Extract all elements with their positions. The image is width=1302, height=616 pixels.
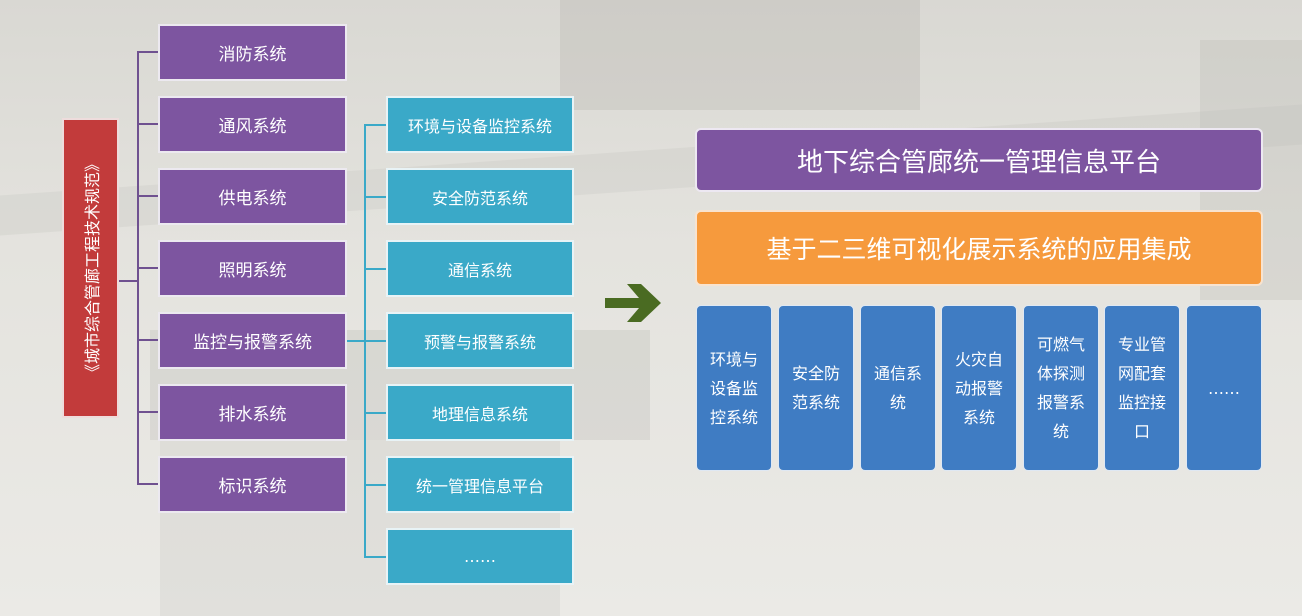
system-box-lighting: 照明系统 — [158, 240, 347, 297]
connector-stub — [364, 556, 386, 558]
subsystem-box: …… — [386, 528, 574, 585]
module-box: 环境与设备监控系统 — [696, 305, 772, 471]
subsystem-box: 环境与设备监控系统 — [386, 96, 574, 153]
system-box-fire: 消防系统 — [158, 24, 347, 81]
module-box: 安全防范系统 — [778, 305, 854, 471]
subsystem-label: 安全防范系统 — [431, 188, 528, 208]
system-label: 消防系统 — [218, 45, 287, 65]
integration-title: 基于二三维可视化展示系统的应用集成 — [766, 235, 1192, 264]
connector-stub — [364, 340, 386, 342]
connector-stub — [137, 195, 158, 197]
module-box: 专业管网配套监控接口 — [1104, 305, 1180, 471]
system-label: 排水系统 — [218, 405, 287, 425]
subsystem-label: …… — [464, 547, 496, 566]
subsystem-box: 通信系统 — [386, 240, 574, 297]
subsystem-box: 地理信息系统 — [386, 384, 574, 441]
module-label: 火灾自动报警系统 — [954, 349, 1003, 427]
subsystem-box: 统一管理信息平台 — [386, 456, 574, 513]
subsystem-box: 安全防范系统 — [386, 168, 574, 225]
module-box: 火灾自动报警系统 — [941, 305, 1017, 471]
connector-monitoring — [347, 340, 365, 342]
module-label: 环境与设备监控系统 — [709, 349, 758, 427]
subsystem-label: 环境与设备监控系统 — [407, 116, 552, 136]
connector-stub — [137, 411, 158, 413]
platform-header: 地下综合管廊统一管理信息平台 — [695, 128, 1263, 192]
system-label: 供电系统 — [218, 189, 287, 209]
system-label: 通风系统 — [218, 117, 287, 137]
connector-root — [119, 280, 138, 282]
system-label: 监控与报警系统 — [193, 333, 312, 353]
subsystem-box: 预警与报警系统 — [386, 312, 574, 369]
background-building — [560, 0, 920, 110]
system-box-drainage: 排水系统 — [158, 384, 347, 441]
module-label: …… — [1208, 378, 1240, 398]
connector-stub — [364, 412, 386, 414]
system-box-ventilation: 通风系统 — [158, 96, 347, 153]
connector-stub — [364, 196, 386, 198]
module-label: 专业管网配套监控接口 — [1117, 335, 1166, 441]
connector-stub — [364, 484, 386, 486]
module-label: 安全防范系统 — [791, 364, 840, 412]
module-box: 通信系统 — [860, 305, 936, 471]
platform-title: 地下综合管廊统一管理信息平台 — [796, 147, 1161, 178]
connector-stub — [137, 339, 158, 341]
subsystem-label: 通信系统 — [447, 260, 512, 280]
connector-stub — [137, 51, 158, 53]
right-arrow-icon — [605, 284, 661, 322]
subsystem-label: 统一管理信息平台 — [415, 476, 544, 496]
standard-title-box: 《城市综合管廊工程技术规范》 — [62, 118, 119, 418]
system-box-monitoring: 监控与报警系统 — [158, 312, 347, 369]
connector-stub — [137, 267, 158, 269]
system-box-power: 供电系统 — [158, 168, 347, 225]
system-label: 标识系统 — [218, 477, 287, 497]
module-label: 可燃气体探测报警系统 — [1036, 335, 1085, 441]
system-label: 照明系统 — [218, 261, 287, 281]
integration-banner: 基于二三维可视化展示系统的应用集成 — [695, 210, 1263, 286]
connector-stub — [364, 124, 386, 126]
subsystem-label: 预警与报警系统 — [423, 332, 536, 352]
connector-stub — [364, 268, 386, 270]
module-box: …… — [1186, 305, 1262, 471]
subsystem-label: 地理信息系统 — [431, 404, 528, 424]
module-label: 通信系统 — [873, 364, 922, 412]
connector-stub — [137, 123, 158, 125]
connector-stub — [137, 483, 158, 485]
module-box: 可燃气体探测报警系统 — [1023, 305, 1099, 471]
system-box-signage: 标识系统 — [158, 456, 347, 513]
standard-title: 《城市综合管廊工程技术规范》 — [82, 155, 102, 381]
